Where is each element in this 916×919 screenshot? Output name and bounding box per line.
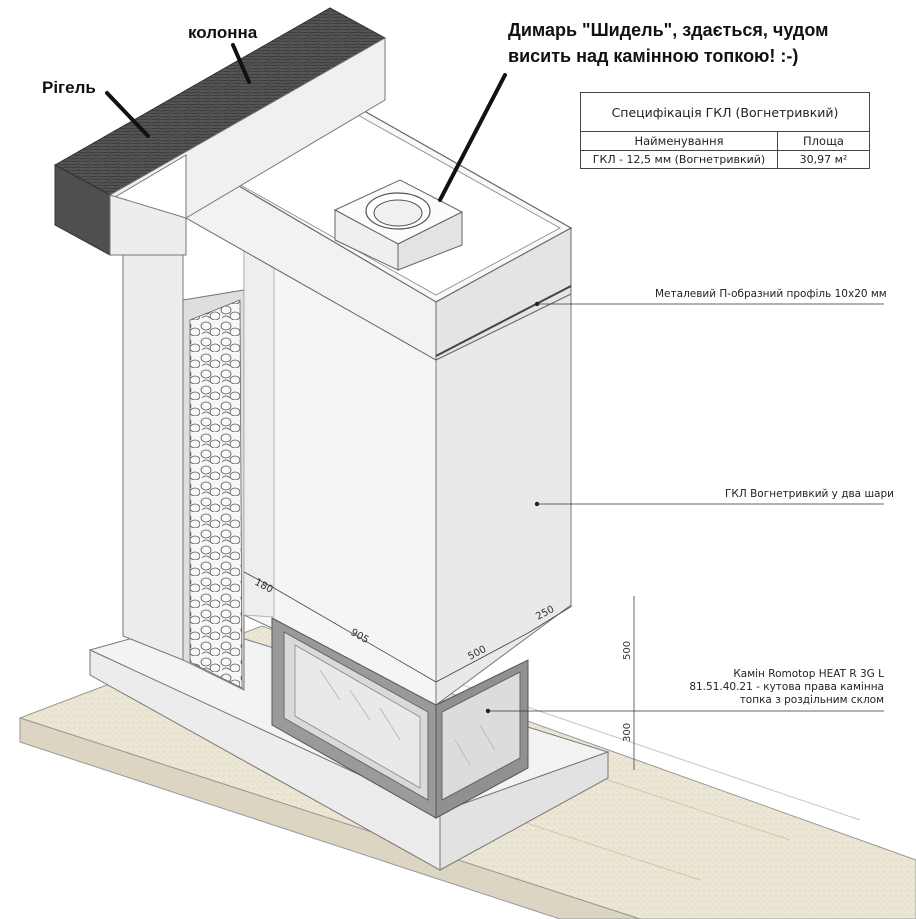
callout-fireplace: Камін Romotop HEAT R 3G L 81.51.40.21 - … bbox=[684, 668, 884, 707]
callout-profile: Металевий П-образний профіль 10х20 мм bbox=[655, 288, 887, 300]
callout-dot-profile bbox=[534, 301, 540, 307]
spec-table: Специфікація ГКЛ (Вогнетривкий) Найменув… bbox=[580, 92, 870, 169]
firewood-niche bbox=[182, 289, 245, 691]
rigel-label: Рігель bbox=[42, 78, 96, 97]
callout-fireplace-line2: 81.51.40.21 - кутова права камінна bbox=[689, 681, 884, 693]
dimension-lines bbox=[243, 571, 635, 770]
callout-fireplace-line1: Камін Romotop HEAT R 3G L bbox=[733, 668, 884, 680]
dim-300: 300 bbox=[622, 723, 633, 742]
chimney-block bbox=[333, 179, 464, 271]
callout-gkl: ГКЛ Вогнетривкий у два шари bbox=[725, 488, 894, 500]
chimney-note-line1: Димарь "Шидель", здається, чудом bbox=[508, 20, 829, 40]
spec-table-title: Специфікація ГКЛ (Вогнетривкий) bbox=[580, 92, 870, 132]
chimney-note-line2: висить над камінною топкою! :-) bbox=[508, 46, 799, 66]
spec-col-area: Площа bbox=[777, 131, 870, 151]
callout-fireplace-line3: топка з роздільним склом bbox=[739, 694, 884, 706]
left-column bbox=[122, 217, 184, 661]
callout-dot-gkl bbox=[534, 501, 540, 507]
dim-500-vertical: 500 bbox=[622, 641, 633, 660]
spec-row-area: 30,97 м² bbox=[777, 150, 870, 169]
callout-leaders bbox=[488, 303, 884, 712]
fireplace-insert bbox=[271, 617, 529, 819]
right-wall bbox=[435, 293, 572, 706]
kolonna-label: колонна bbox=[188, 23, 258, 42]
callout-dot-fireplace bbox=[485, 708, 491, 714]
annotation-pointers bbox=[105, 43, 507, 202]
spec-col-name: Найменування bbox=[580, 131, 778, 151]
spec-row-name: ГКЛ - 12,5 мм (Вогнетривкий) bbox=[580, 150, 778, 169]
front-wall bbox=[243, 249, 437, 706]
